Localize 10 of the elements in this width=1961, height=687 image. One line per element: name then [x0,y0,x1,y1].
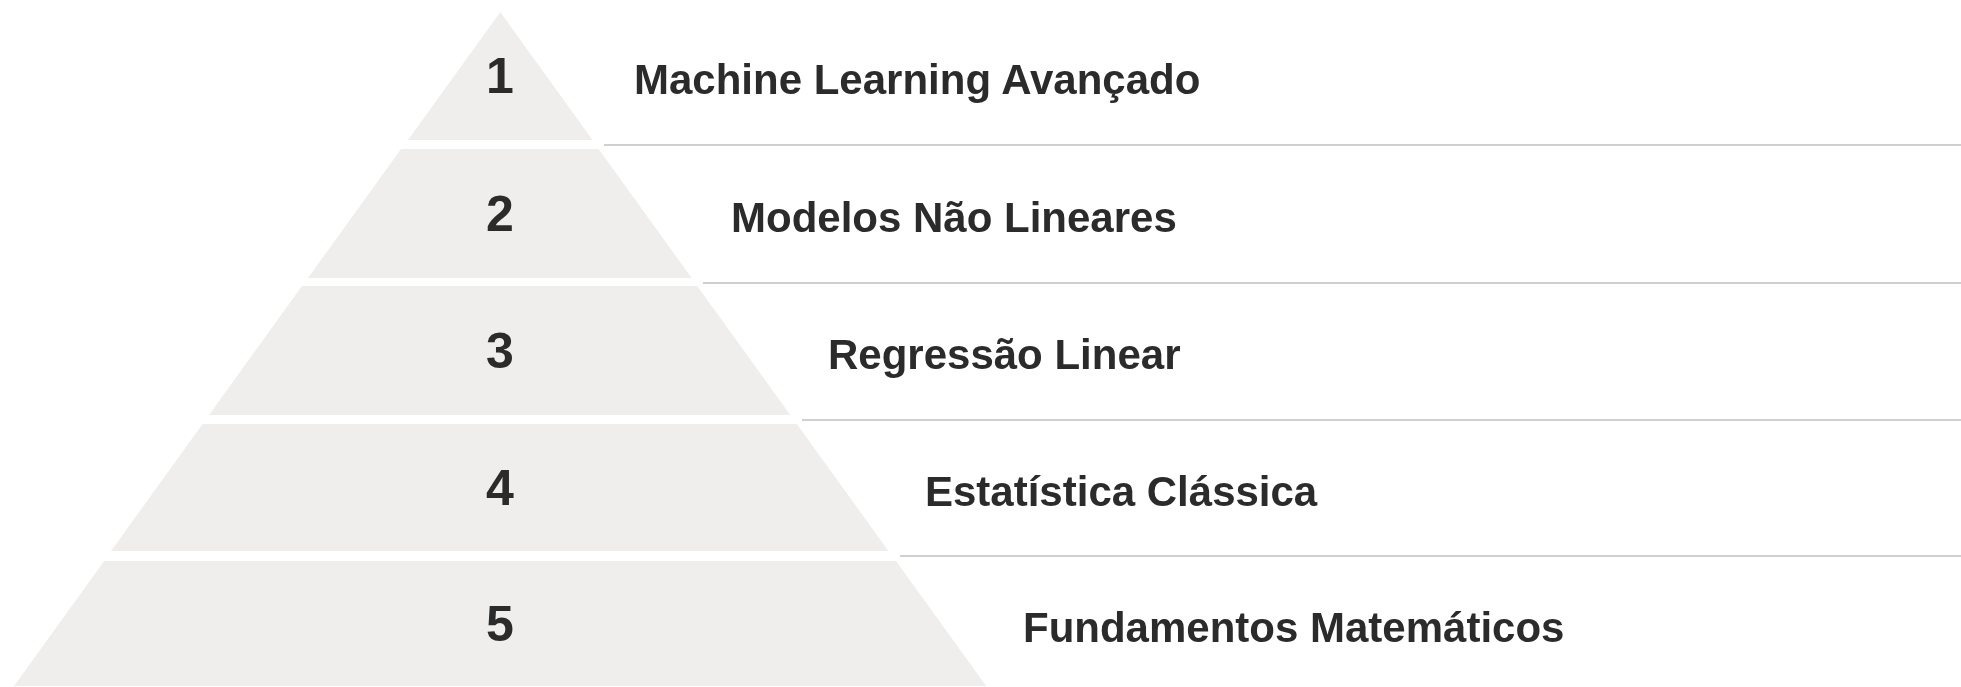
level-label: Modelos Não Lineares [731,193,1177,242]
level-number: 1 [486,47,514,105]
level-number: 3 [486,321,514,380]
level-number: 4 [486,458,514,517]
level-number: 2 [486,184,514,243]
level-label: Estatística Clássica [925,467,1318,516]
level-number: 5 [486,594,514,653]
level-label: Regressão Linear [828,330,1181,379]
level-label: Machine Learning Avançado [634,56,1201,104]
level-label: Fundamentos Matemáticos [1023,603,1565,652]
